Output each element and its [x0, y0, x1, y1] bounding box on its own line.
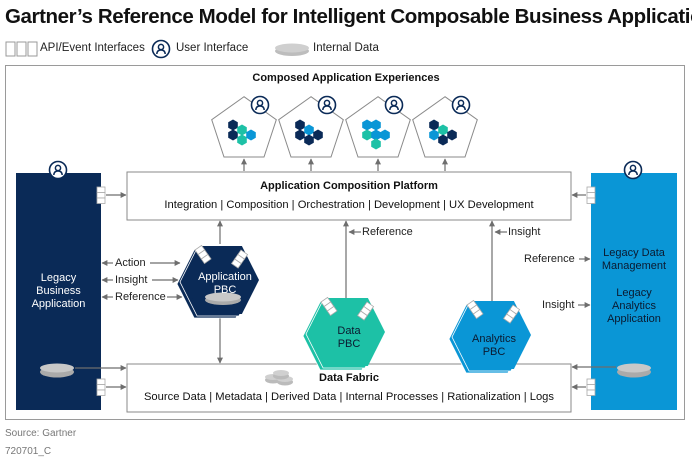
flow-label-insight-left: Insight	[115, 274, 148, 286]
legacy-business-line-3: Application	[31, 298, 86, 310]
platform-title: Application Composition Platform	[260, 180, 438, 192]
legacy-business-line-1: Legacy	[40, 272, 77, 284]
user-interface-icon	[317, 95, 337, 115]
legend-ui-label: User Interface	[176, 42, 249, 54]
legacy-business-label: Legacy Business Application	[16, 272, 101, 311]
flow-label-action: Action	[115, 257, 146, 269]
application-pbc[interactable]	[176, 245, 259, 319]
data-pbc-label: Data PBC	[309, 325, 389, 351]
data-fabric-capabilities: Source Data | Metadata | Derived Data | …	[143, 391, 555, 403]
data-fabric-title: Data Fabric	[319, 372, 379, 384]
flow-label-insight-mid: Insight	[508, 226, 541, 238]
composed-experience-1[interactable]	[211, 95, 277, 158]
composed-experiences-title: Composed Application Experiences	[252, 72, 440, 84]
data-pbc[interactable]	[302, 297, 385, 371]
analytics-pbc-label: Analytics PBC	[454, 333, 534, 359]
application-composition-platform[interactable]	[126, 171, 572, 221]
user-interface-icon	[151, 39, 171, 59]
legacy-right-api-icon-2	[586, 378, 596, 396]
data-pbc-line-2: PBC	[337, 338, 361, 350]
user-interface-icon	[451, 95, 471, 115]
legacy-data-mgmt-line-2: Management	[601, 260, 667, 272]
application-pbc-line-2: PBC	[213, 284, 237, 296]
application-pbc-label: Application PBC	[185, 271, 265, 297]
composed-experience-3[interactable]	[345, 95, 411, 158]
legacy-business-line-2: Business	[36, 285, 81, 297]
api-event-interface-icon	[5, 41, 38, 57]
footer-source: Source: Gartner	[5, 428, 77, 439]
flow-label-insight-right: Insight	[542, 299, 575, 311]
legacy-business-disk-icon	[40, 363, 74, 378]
legacy-analytics-line-2: Analytics	[611, 300, 657, 312]
user-interface-icon	[384, 95, 404, 115]
legacy-business-ui-icon	[48, 160, 68, 180]
platform-capabilities: Integration | Composition | Orchestratio…	[164, 199, 534, 211]
legacy-analytics-line-3: Application	[607, 313, 661, 325]
page-title: Gartner’s Reference Model for Intelligen…	[5, 5, 692, 28]
internal-data-icon	[275, 43, 309, 56]
data-fabric-disks-icon	[265, 370, 293, 386]
legacy-business-api-icon	[96, 186, 106, 204]
analytics-pbc-line-1: Analytics	[471, 333, 517, 345]
legacy-right-ui-icon	[623, 160, 643, 180]
user-interface-icon	[250, 95, 270, 115]
data-pbc-line-1: Data	[337, 325, 361, 337]
legacy-analytics-line-1: Legacy	[616, 287, 652, 299]
legacy-data-management-label: Legacy Data Management	[591, 247, 677, 273]
legacy-business-api-icon-2	[96, 378, 106, 396]
legend-api-label: API/Event Interfaces	[40, 42, 145, 54]
composed-experience-4[interactable]	[412, 95, 478, 158]
flow-label-reference-right: Reference	[524, 253, 575, 265]
pbc-disk-top	[205, 292, 241, 302]
analytics-pbc-line-2: PBC	[482, 346, 506, 358]
diagram-frame	[5, 65, 685, 420]
composed-experience-2[interactable]	[278, 95, 344, 158]
application-pbc-line-1: Application	[198, 271, 252, 283]
legacy-right-disk-icon	[617, 363, 651, 378]
footer-id: 720701_C	[5, 446, 52, 457]
legacy-right-api-icon	[586, 186, 596, 204]
legend-data-label: Internal Data	[313, 42, 379, 54]
flow-label-reference-mid: Reference	[362, 226, 413, 238]
flow-label-reference-left: Reference	[115, 291, 166, 303]
legacy-data-mgmt-line-1: Legacy Data	[603, 247, 665, 259]
analytics-pbc[interactable]	[448, 300, 531, 374]
legacy-analytics-label: Legacy Analytics Application	[591, 287, 677, 326]
